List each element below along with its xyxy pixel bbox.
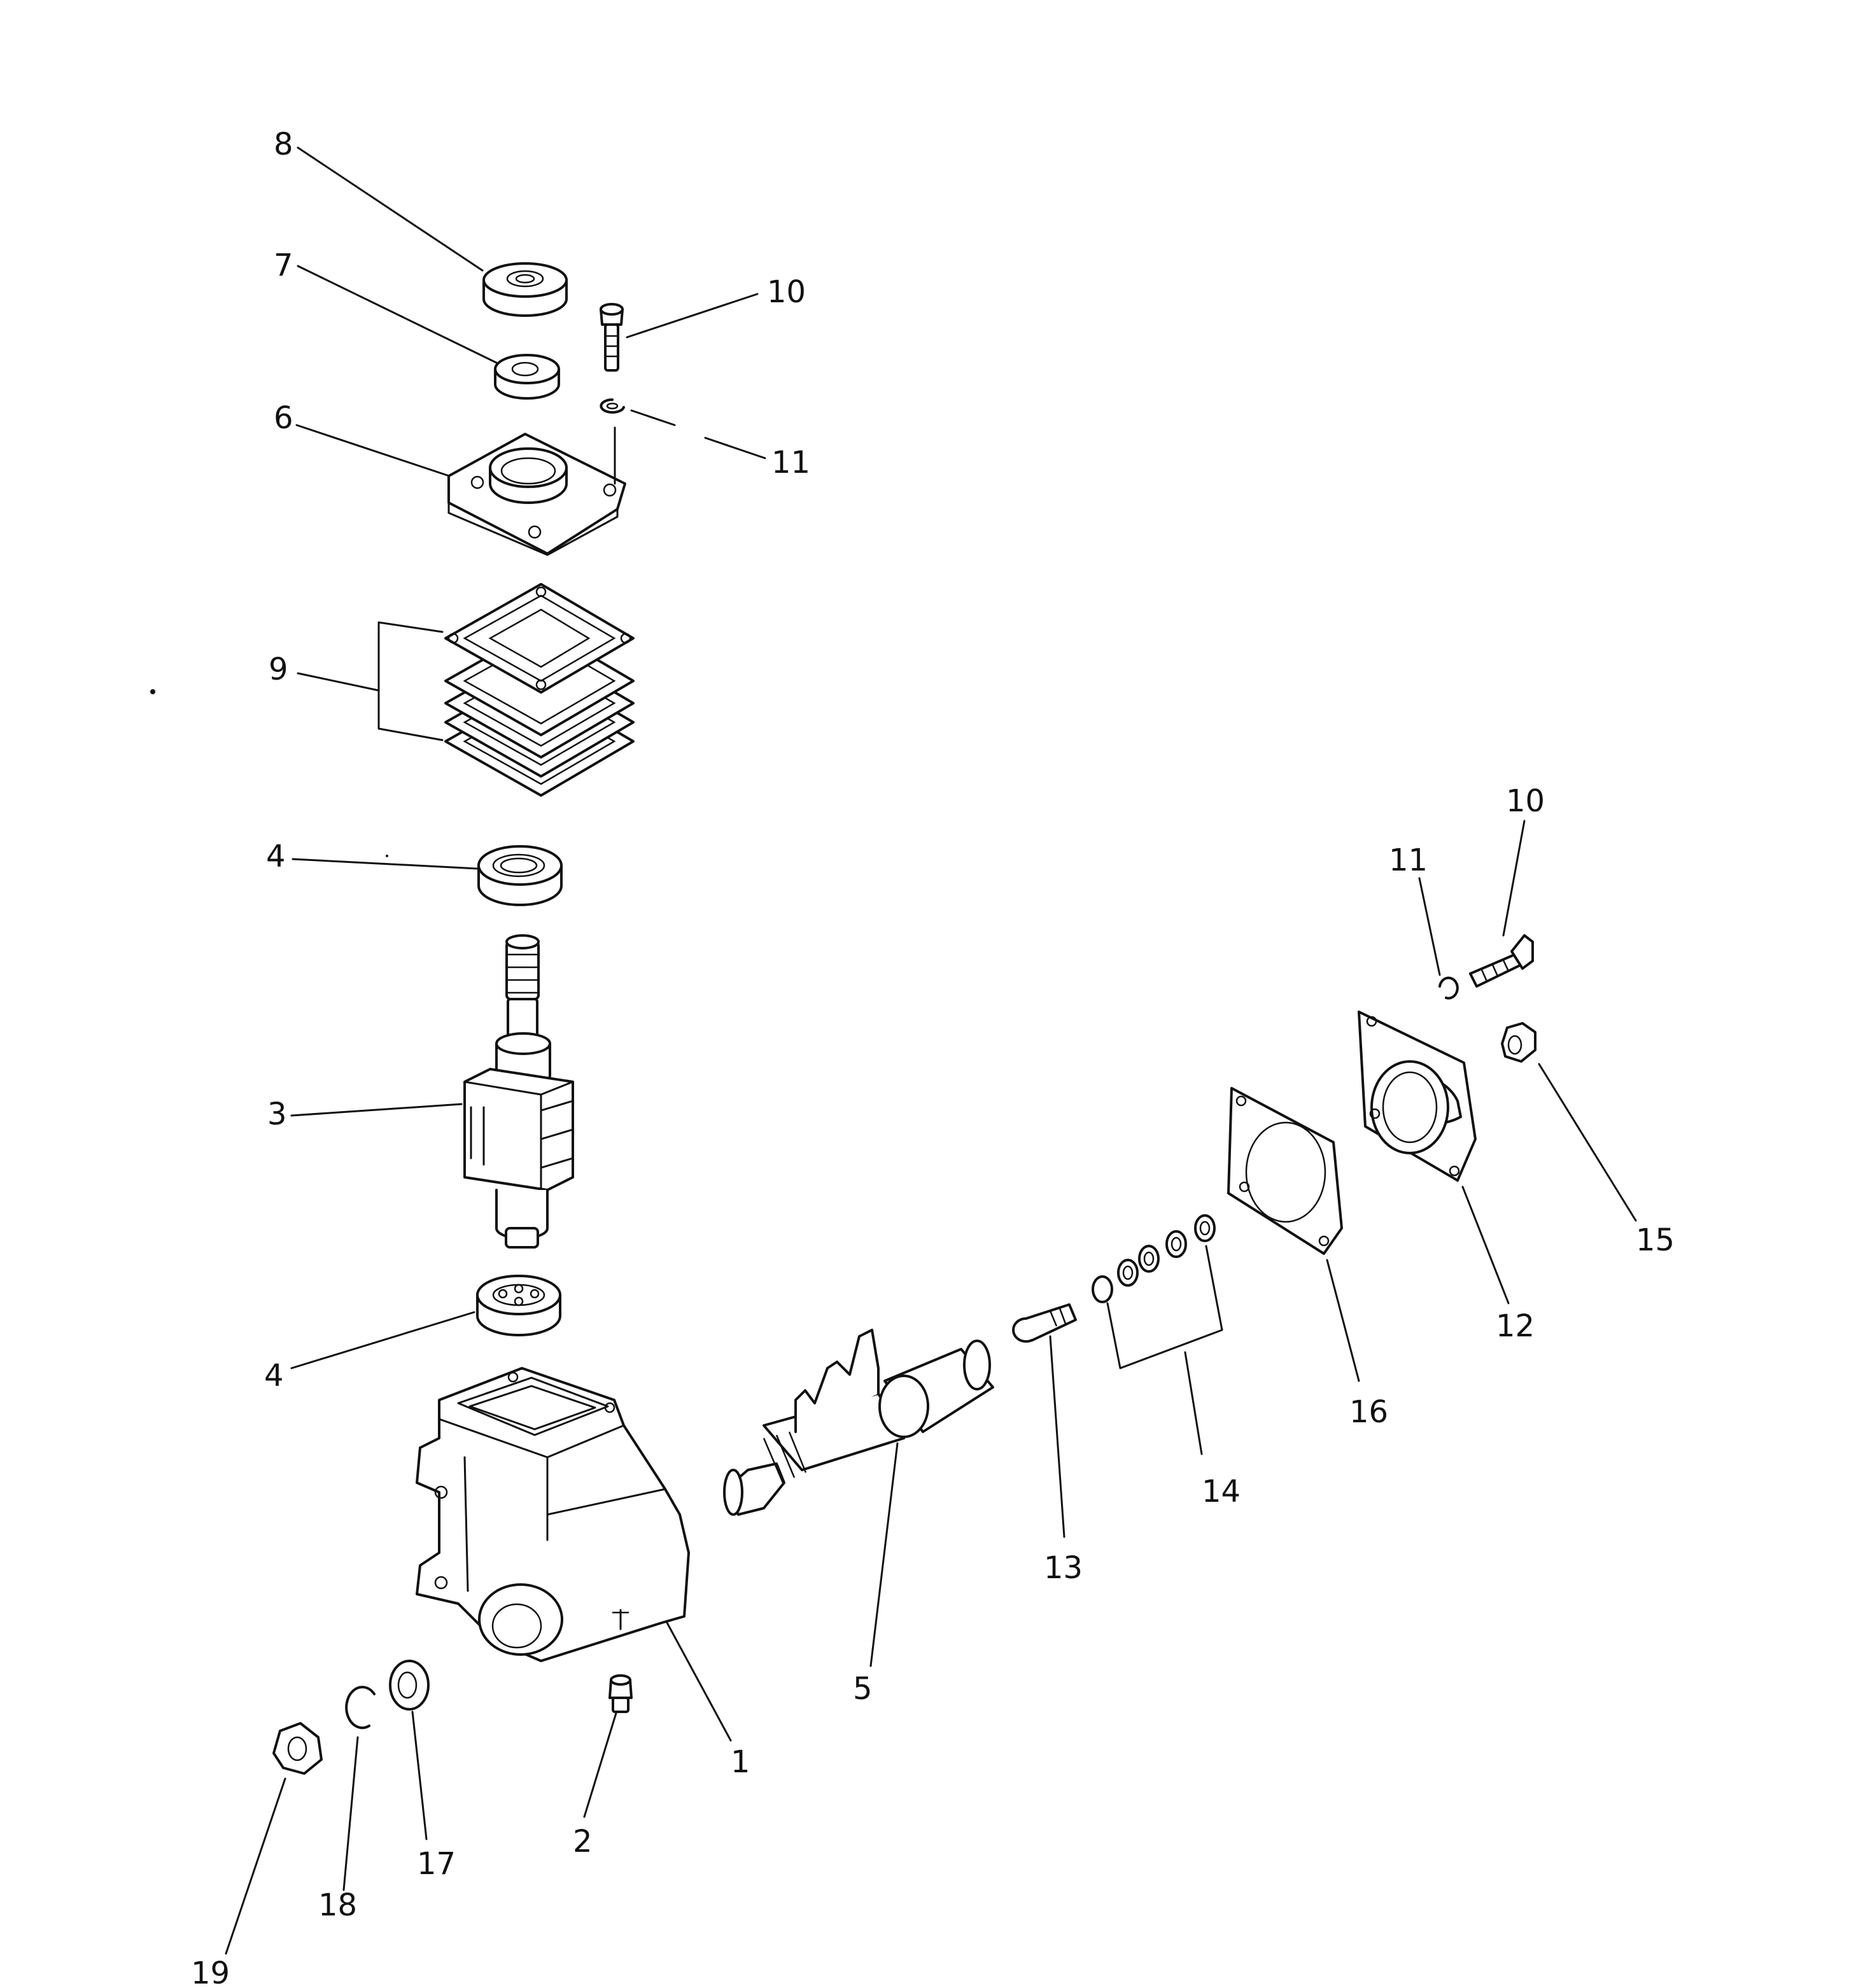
callout-4-lower: 4 bbox=[264, 1358, 284, 1394]
callout-5: 5 bbox=[853, 1671, 873, 1707]
callout-13: 13 bbox=[1044, 1550, 1083, 1586]
part-17-seal-ring bbox=[389, 1660, 430, 1711]
part-12-end-cover bbox=[1358, 1011, 1477, 1182]
callout-1: 1 bbox=[731, 1744, 750, 1780]
callout-6: 6 bbox=[274, 400, 293, 436]
callout-18: 18 bbox=[318, 1887, 357, 1923]
part-7-seal bbox=[494, 354, 560, 400]
part-10-bolt-top bbox=[600, 303, 624, 372]
callout-16: 16 bbox=[1349, 1394, 1388, 1430]
leader-lines bbox=[225, 146, 1637, 1955]
part-8-seal-cap bbox=[482, 262, 568, 317]
part-13-bolt bbox=[1012, 1303, 1077, 1343]
callout-14: 14 bbox=[1202, 1474, 1241, 1509]
part-1-gear-housing bbox=[416, 1367, 690, 1662]
scan-specks bbox=[150, 689, 388, 857]
callout-8: 8 bbox=[274, 127, 293, 162]
callout-10-right: 10 bbox=[1506, 783, 1545, 819]
part-11-washer-top bbox=[600, 398, 625, 414]
part-5-worm-shaft bbox=[723, 1329, 994, 1516]
part-15-nut bbox=[1501, 1022, 1536, 1063]
part-16-gasket bbox=[1227, 1087, 1343, 1255]
part-18-snap-ring bbox=[345, 1686, 376, 1730]
callout-10: 10 bbox=[767, 274, 806, 310]
callout-11: 11 bbox=[771, 445, 810, 480]
part-9-shim-stack bbox=[444, 583, 635, 797]
callout-15: 15 bbox=[1636, 1222, 1675, 1258]
callout-17: 17 bbox=[417, 1846, 456, 1882]
part-14-shims bbox=[1092, 1214, 1216, 1303]
part-4-bearing-upper bbox=[477, 845, 563, 906]
part-11-washer-right bbox=[1438, 976, 1459, 1000]
callout-11-right: 11 bbox=[1389, 843, 1428, 878]
callout-9: 9 bbox=[269, 652, 288, 687]
callout-2: 2 bbox=[573, 1824, 593, 1859]
callout-labels: 8 7 10 6 11 9 4 3 4 1 2 5 13 14 16 12 15… bbox=[191, 127, 1675, 1988]
part-3-sector-shaft bbox=[463, 934, 574, 1249]
part-4-bearing-lower bbox=[476, 1275, 561, 1336]
callout-3: 3 bbox=[267, 1096, 287, 1132]
part-10-bolt-right bbox=[1469, 934, 1534, 988]
callout-12: 12 bbox=[1496, 1308, 1535, 1344]
part-6-cover-plate bbox=[447, 426, 626, 556]
callout-7: 7 bbox=[274, 248, 293, 283]
part-2-grease-fitting bbox=[608, 1674, 633, 1713]
callout-19: 19 bbox=[191, 1956, 230, 1988]
callout-4: 4 bbox=[266, 839, 286, 874]
part-19-nut bbox=[272, 1722, 323, 1775]
